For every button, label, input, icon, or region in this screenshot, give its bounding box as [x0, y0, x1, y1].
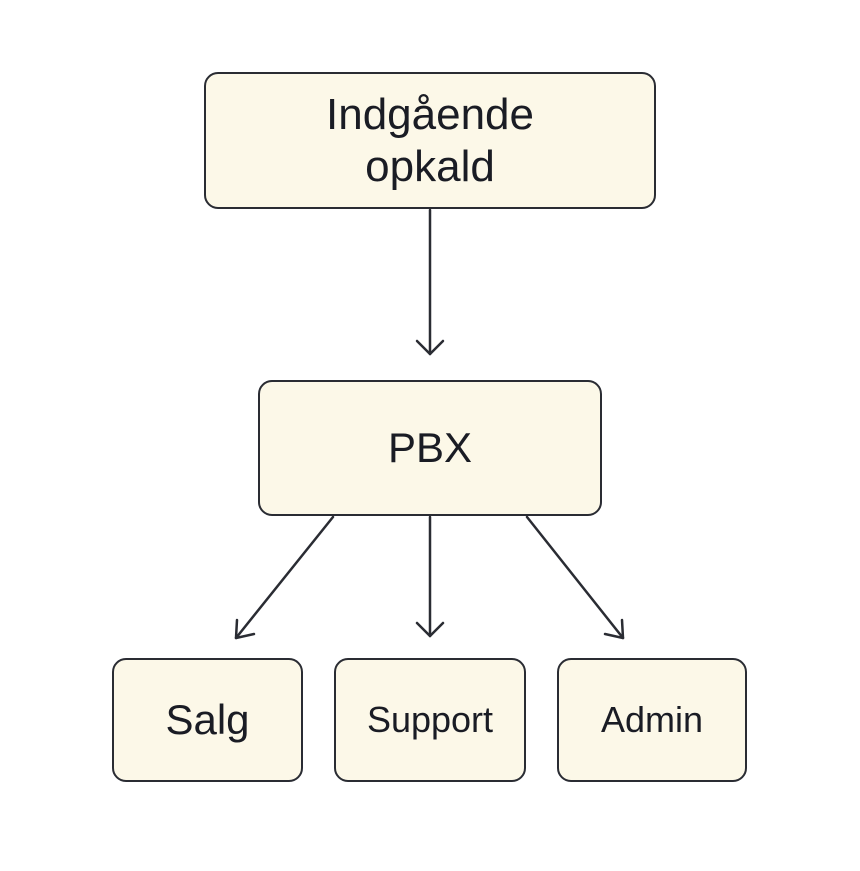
- edge-pbx-to-support: [415, 515, 445, 638]
- node-salg: Salg: [112, 658, 303, 782]
- arrowhead-icon: [603, 618, 625, 640]
- edge-pbx-to-salg: [234, 515, 335, 640]
- node-label: PBX: [387, 424, 473, 471]
- node-pbx: PBX: [258, 380, 602, 516]
- node-admin: Admin: [557, 658, 747, 782]
- node-incoming-calls: Indgående opkald: [204, 72, 656, 209]
- arrowhead-icon: [415, 621, 445, 638]
- node-label: Admin: [600, 699, 704, 740]
- arrowhead-icon: [415, 339, 445, 356]
- edge-incoming-to-pbx: [415, 208, 445, 356]
- node-support: Support: [334, 658, 526, 782]
- node-label: Indgående opkald: [326, 89, 534, 191]
- arrowhead-icon: [234, 618, 256, 640]
- node-label: Support: [366, 699, 494, 740]
- edge-pbx-to-admin: [525, 515, 625, 640]
- node-label: Salg: [165, 696, 250, 743]
